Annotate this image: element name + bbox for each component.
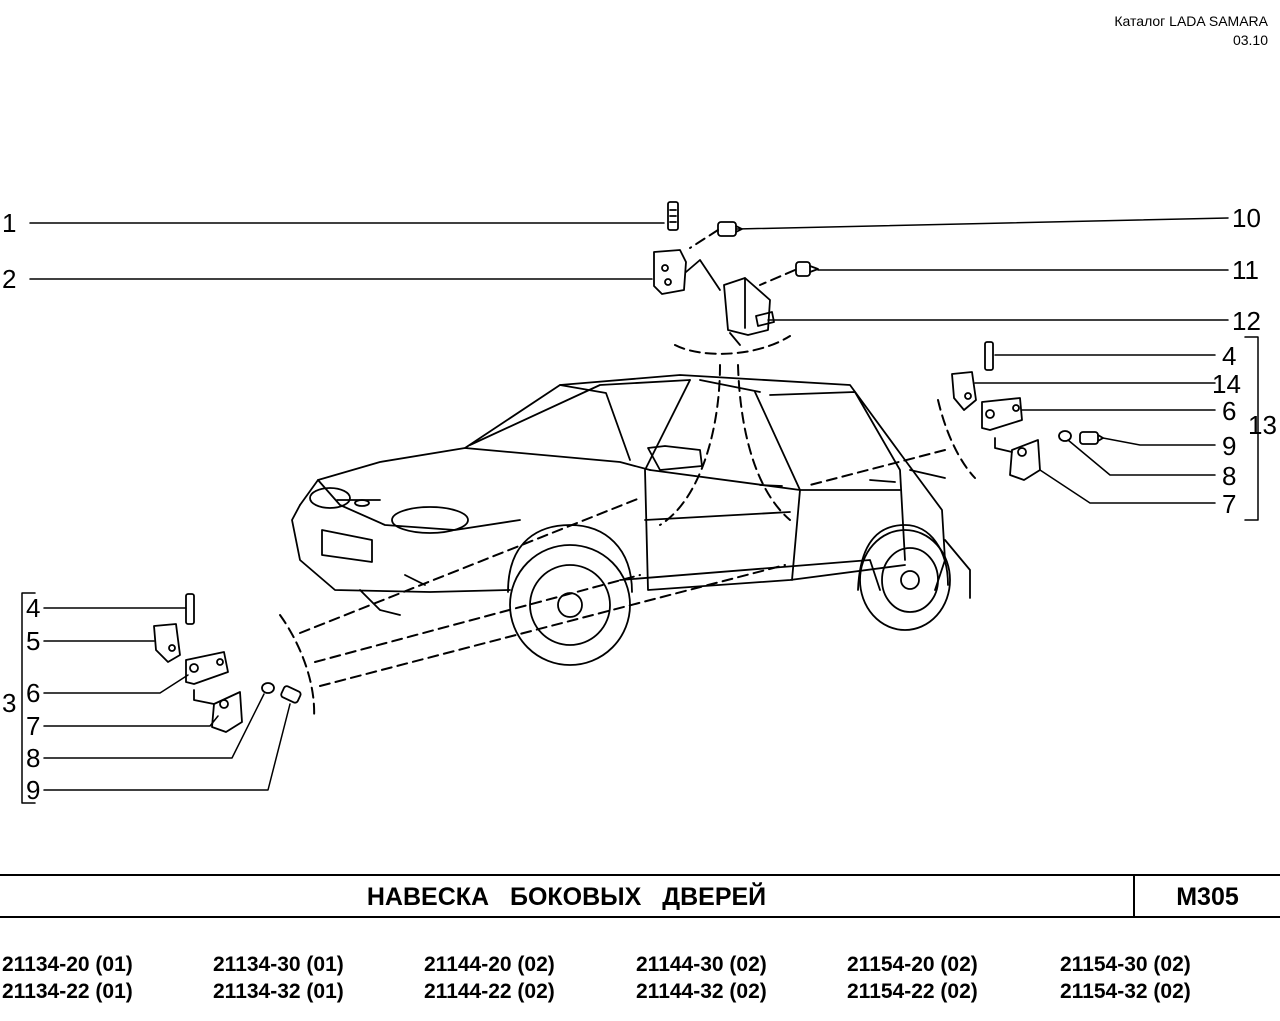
callout-11: 11 xyxy=(1232,255,1259,285)
leader-lines xyxy=(21,217,1259,804)
callout-1: 1 xyxy=(2,208,16,238)
model-code: 21154-30 (02) xyxy=(1060,953,1191,976)
model-code: 21134-20 (01) xyxy=(2,953,133,976)
left-hinge-parts xyxy=(153,593,302,733)
callout-6-left: 6 xyxy=(26,678,40,708)
callout-8-left: 8 xyxy=(26,743,40,773)
callout-14: 14 xyxy=(1212,369,1241,399)
model-code: 21144-20 (02) xyxy=(424,953,555,976)
title-divider xyxy=(1133,876,1135,916)
callout-5: 5 xyxy=(26,626,40,656)
callout-6-right: 6 xyxy=(1222,396,1236,426)
model-code: 21134-30 (01) xyxy=(213,953,344,976)
top-hinge-parts xyxy=(653,201,819,346)
model-code: 21154-20 (02) xyxy=(847,953,978,976)
model-code: 21134-22 (01) xyxy=(2,980,133,1003)
callout-4-left: 4 xyxy=(26,593,40,623)
callout-10: 10 xyxy=(1232,203,1261,233)
callout-4-right: 4 xyxy=(1222,341,1236,371)
callout-numbers: 1 2 10 11 12 4 14 6 9 8 7 13 4 5 3 6 7 8… xyxy=(2,203,1277,805)
car-drawing xyxy=(291,374,971,666)
callout-3: 3 xyxy=(2,688,16,718)
page-code: M305 xyxy=(1176,883,1239,911)
title-bar: НАВЕСКА БОКОВЫХ ДВЕРЕЙ M305 xyxy=(0,874,1280,918)
model-code: 21144-32 (02) xyxy=(636,980,767,1003)
page-title: НАВЕСКА БОКОВЫХ ДВЕРЕЙ xyxy=(366,883,767,911)
model-code: 21154-32 (02) xyxy=(1060,980,1191,1003)
catalog-label: Каталог LADA SAMARA xyxy=(1114,13,1268,29)
model-code: 21144-30 (02) xyxy=(636,953,767,976)
model-code: 21154-22 (02) xyxy=(847,980,978,1003)
callout-12: 12 xyxy=(1232,306,1261,336)
callout-2: 2 xyxy=(2,264,16,294)
right-hinge-parts xyxy=(951,341,1104,481)
callout-8-right: 8 xyxy=(1222,461,1236,491)
model-code: 21134-32 (01) xyxy=(213,980,344,1003)
callout-9-right: 9 xyxy=(1222,431,1236,461)
door-hinge-diagram: 1 2 10 11 12 4 14 6 9 8 7 13 4 5 3 6 7 8… xyxy=(2,201,1277,805)
model-code: 21144-22 (02) xyxy=(424,980,555,1003)
callout-7-left: 7 xyxy=(26,711,40,741)
callout-13: 13 xyxy=(1248,410,1277,440)
catalog-date: 03.10 xyxy=(1232,32,1268,48)
callout-9-left: 9 xyxy=(26,775,40,805)
assembly-guides xyxy=(279,229,976,719)
callout-7-right: 7 xyxy=(1222,489,1236,519)
